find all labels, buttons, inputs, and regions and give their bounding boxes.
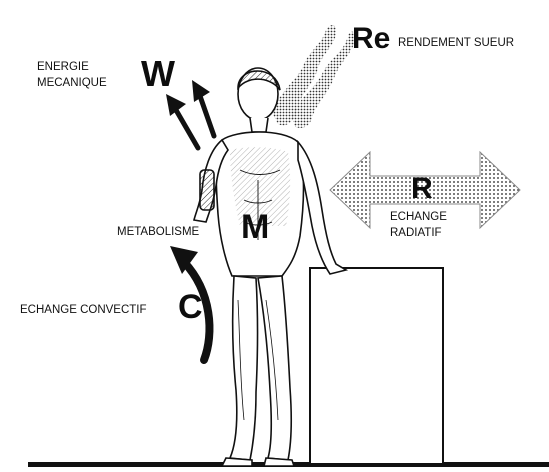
rendement-label: RENDEMENT SUEUR [398, 37, 514, 49]
energie-label-line2: MECANIQUE [37, 77, 107, 89]
w-symbol: W [141, 53, 175, 94]
pedestal [310, 268, 443, 464]
echange-radiatif-line1: ECHANGE [390, 211, 447, 223]
convectif-label: ECHANGE CONVECTIF [20, 304, 147, 316]
metabolisme-label: METABOLISME [117, 226, 200, 238]
m-symbol: M [241, 208, 269, 246]
energie-label-line1: ENERGIE [37, 61, 89, 73]
r-symbol: R [411, 172, 433, 205]
echange-radiatif-line2: RADIATIF [390, 227, 442, 239]
re-symbol: Re [352, 22, 390, 55]
c-symbol: C [178, 288, 203, 326]
